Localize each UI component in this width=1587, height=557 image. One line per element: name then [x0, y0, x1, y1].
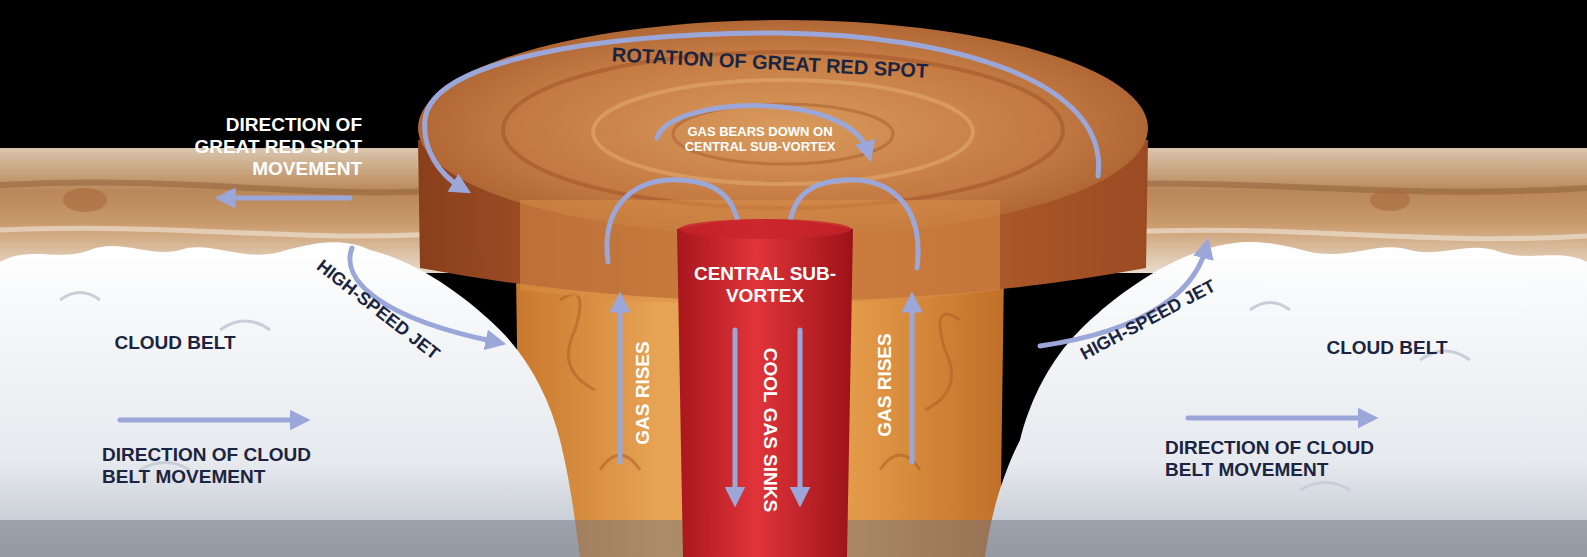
flow-label: GAS RISES: [632, 313, 654, 473]
sub-vortex-cylinder: CENTRAL SUB-VORTEX COOL GAS SINKS: [675, 215, 855, 557]
region-label: CLOUD BELT: [75, 332, 275, 354]
movement-label: DIRECTION OF GREAT RED SPOT MOVEMENT: [162, 114, 362, 180]
flow-label: COOL GAS SINKS: [759, 335, 781, 525]
region-label: CLOUD BELT: [1287, 337, 1487, 359]
flow-label: GAS BEARS DOWN ON CENTRAL SUB-VORTEX: [675, 125, 845, 155]
movement-label: DIRECTION OF CLOUD BELT MOVEMENT: [102, 444, 362, 488]
vortex-name: CENTRAL SUB-VORTEX: [680, 263, 850, 307]
flow-label: GAS RISES: [874, 305, 896, 465]
movement-label: DIRECTION OF CLOUD BELT MOVEMENT: [1165, 437, 1425, 481]
